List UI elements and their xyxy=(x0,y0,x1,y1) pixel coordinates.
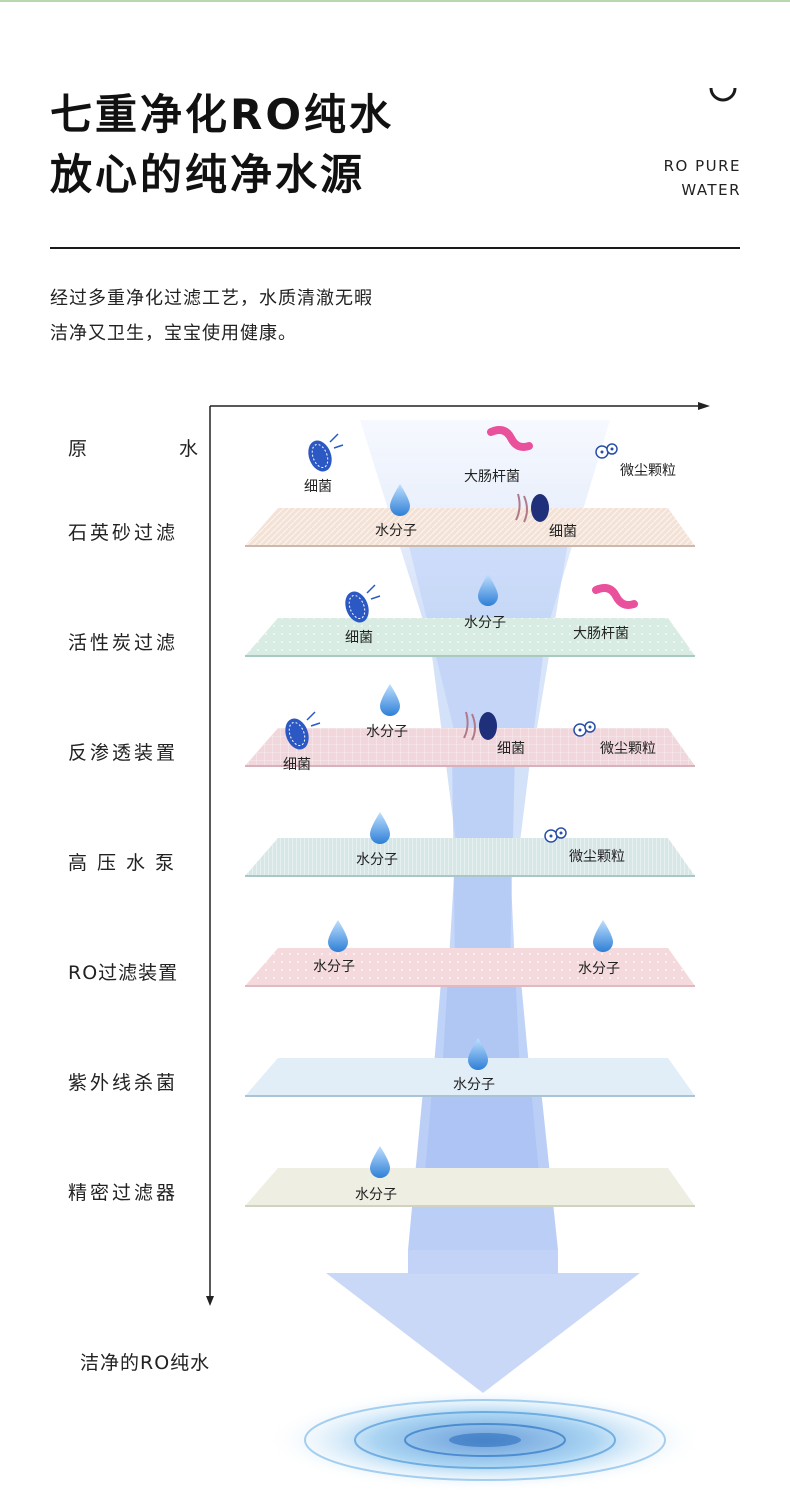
layer-uv-sterilization xyxy=(245,1058,695,1097)
bacteria-label: 细菌 xyxy=(549,524,577,540)
dust-label: 微尘颗粒 xyxy=(620,463,676,479)
water-label: 水分子 xyxy=(375,523,417,539)
water-flow-beam xyxy=(326,420,640,1393)
stage-label-precision-filter: 精密过滤器 xyxy=(68,1182,179,1204)
bacteria-label: 细菌 xyxy=(283,757,311,773)
bacteria-icon xyxy=(308,433,344,472)
water-label: 水分子 xyxy=(313,959,355,975)
stage-label-quartz-sand: 石英砂过滤 xyxy=(68,522,179,544)
ecoli-icon xyxy=(487,426,533,451)
stage-label-raw-water: 原 水 xyxy=(68,434,198,461)
water-drop-icon xyxy=(390,484,410,516)
dust-particle-icon xyxy=(573,721,596,737)
water-label: 水分子 xyxy=(464,615,506,631)
layer-precision-filter xyxy=(245,1168,695,1207)
layer-reverse-osmosis xyxy=(245,728,695,767)
bacteria-cluster-icon xyxy=(515,493,549,523)
bacteria-label: 细菌 xyxy=(497,741,525,757)
stage-label-activated-carbon: 活性炭过滤 xyxy=(68,632,179,654)
water-label: 水分子 xyxy=(453,1077,495,1093)
final-output-label: 洁净的RO纯水 xyxy=(80,1352,211,1374)
layer-high-pressure-pump xyxy=(245,838,695,877)
water-drop-icon xyxy=(593,920,613,952)
intro-line2: 洁净又卫生，宝宝使用健康。 xyxy=(50,323,297,344)
dust-label: 微尘颗粒 xyxy=(569,849,625,865)
intro-line1: 经过多重净化过滤工艺，水质清澈无暇 xyxy=(50,288,373,309)
water-drop-icon xyxy=(468,1038,488,1070)
dust-particle-icon xyxy=(544,827,567,843)
water-drop-icon xyxy=(328,920,348,952)
layer-quartz-sand xyxy=(245,508,695,547)
water-label: 水分子 xyxy=(356,852,398,868)
stage-label-high-pressure-pump: 高压水泵 xyxy=(68,852,185,874)
ecoli-label: 大肠杆菌 xyxy=(573,626,629,642)
water-drop-icon xyxy=(370,812,390,844)
water-drop-icon xyxy=(478,574,498,606)
bacteria-label: 细菌 xyxy=(345,630,373,646)
page-title-line2: 放心的纯净水源 xyxy=(50,150,366,199)
water-ripple-image xyxy=(265,1388,705,1492)
layer-ro-filter xyxy=(245,948,695,987)
header-divider xyxy=(50,247,740,249)
diagram-axes xyxy=(206,402,710,1306)
ecoli-icon xyxy=(592,584,638,609)
bacteria-cluster-icon xyxy=(463,711,497,741)
top-accent-line xyxy=(0,0,790,2)
side-text-line2: WATER xyxy=(681,181,741,199)
bacteria-icon xyxy=(345,584,381,623)
stage-label-reverse-osmosis: 反渗透装置 xyxy=(68,742,179,764)
water-label: 水分子 xyxy=(578,961,620,977)
side-text-line1: RO PURE xyxy=(663,157,741,175)
crescent-icon xyxy=(709,87,737,102)
stage-label-char: 水 xyxy=(178,438,198,460)
stage-label-uv-sterilization: 紫外线杀菌 xyxy=(68,1072,179,1094)
ecoli-label: 大肠杆菌 xyxy=(464,469,520,485)
page-title-line1: 七重净化RO纯水 xyxy=(50,90,395,139)
water-label: 水分子 xyxy=(355,1187,397,1203)
dust-label: 微尘颗粒 xyxy=(600,741,656,757)
water-label: 水分子 xyxy=(366,724,408,740)
water-drop-icon xyxy=(370,1146,390,1178)
bacteria-label: 细菌 xyxy=(304,479,332,495)
layer-activated-carbon xyxy=(245,618,695,657)
water-drop-icon xyxy=(380,684,400,716)
bacteria-icon xyxy=(285,711,321,750)
stage-label-ro-filter: RO过滤装置 xyxy=(68,962,179,984)
stage-label-char: 原 xyxy=(68,438,88,460)
dust-particle-icon xyxy=(595,443,618,459)
